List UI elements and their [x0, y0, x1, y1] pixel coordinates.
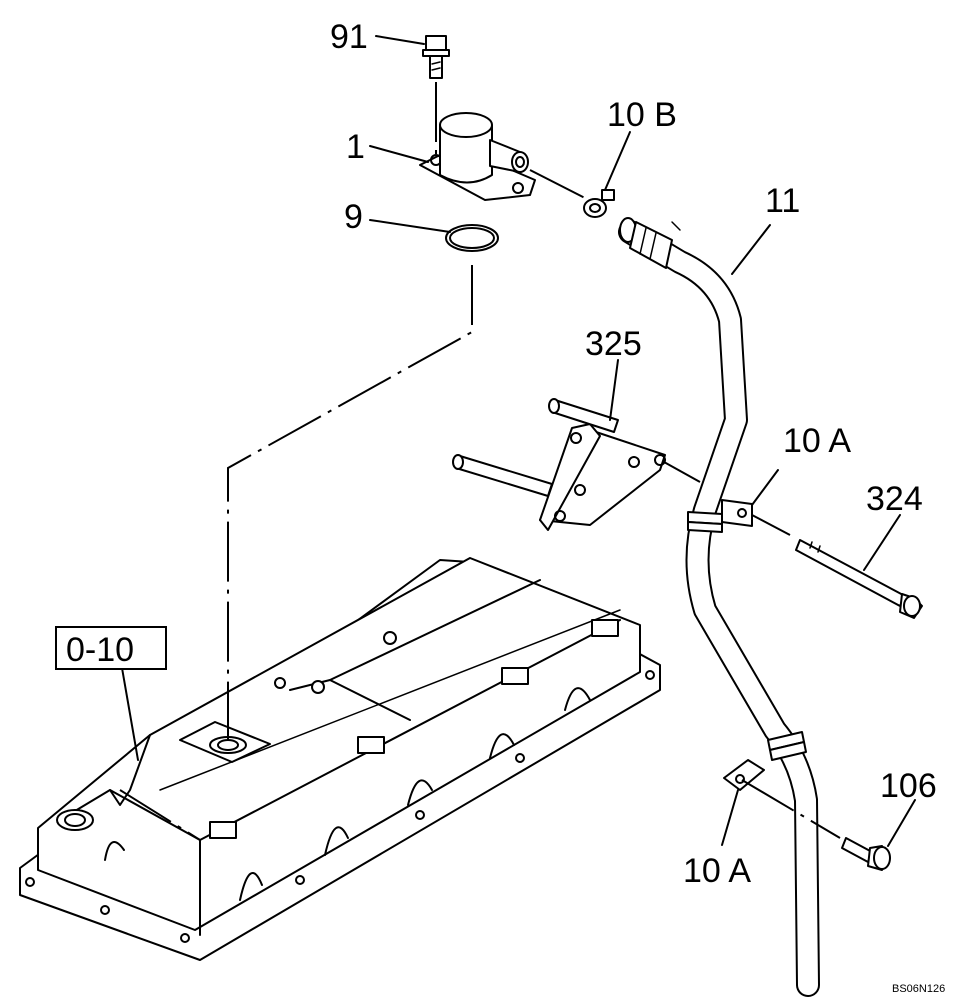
- breather-pipe-11: [618, 217, 820, 997]
- label-ref-0-10: 0-10: [66, 631, 134, 669]
- o-ring-9: [445, 224, 499, 252]
- bolt-106: [741, 779, 891, 871]
- label-part-325: 325: [585, 325, 642, 363]
- center-line: [227, 265, 473, 740]
- label-part-10a-upper: 10 A: [783, 422, 851, 460]
- bolt-324: [751, 514, 923, 619]
- label-part-91: 91: [330, 18, 368, 56]
- label-part-9: 9: [344, 198, 363, 236]
- label-part-324: 324: [866, 480, 923, 518]
- label-part-11: 11: [765, 182, 800, 220]
- leader-lines: [121, 35, 916, 847]
- breather-housing-1: [419, 112, 536, 201]
- label-part-106: 106: [880, 767, 937, 805]
- rocker-cover: [19, 557, 661, 961]
- bracket-325: [452, 398, 701, 531]
- label-part-10a-lower: 10 A: [683, 852, 751, 890]
- clamp-10b: [529, 169, 615, 218]
- bolt-91: [422, 35, 450, 158]
- drawing-code: BS06N126: [892, 983, 945, 995]
- label-part-1: 1: [346, 128, 365, 166]
- label-part-10b: 10 B: [607, 96, 677, 134]
- cover-hidden-line: [119, 789, 201, 841]
- reference-box-0-10: 0-10: [55, 626, 167, 670]
